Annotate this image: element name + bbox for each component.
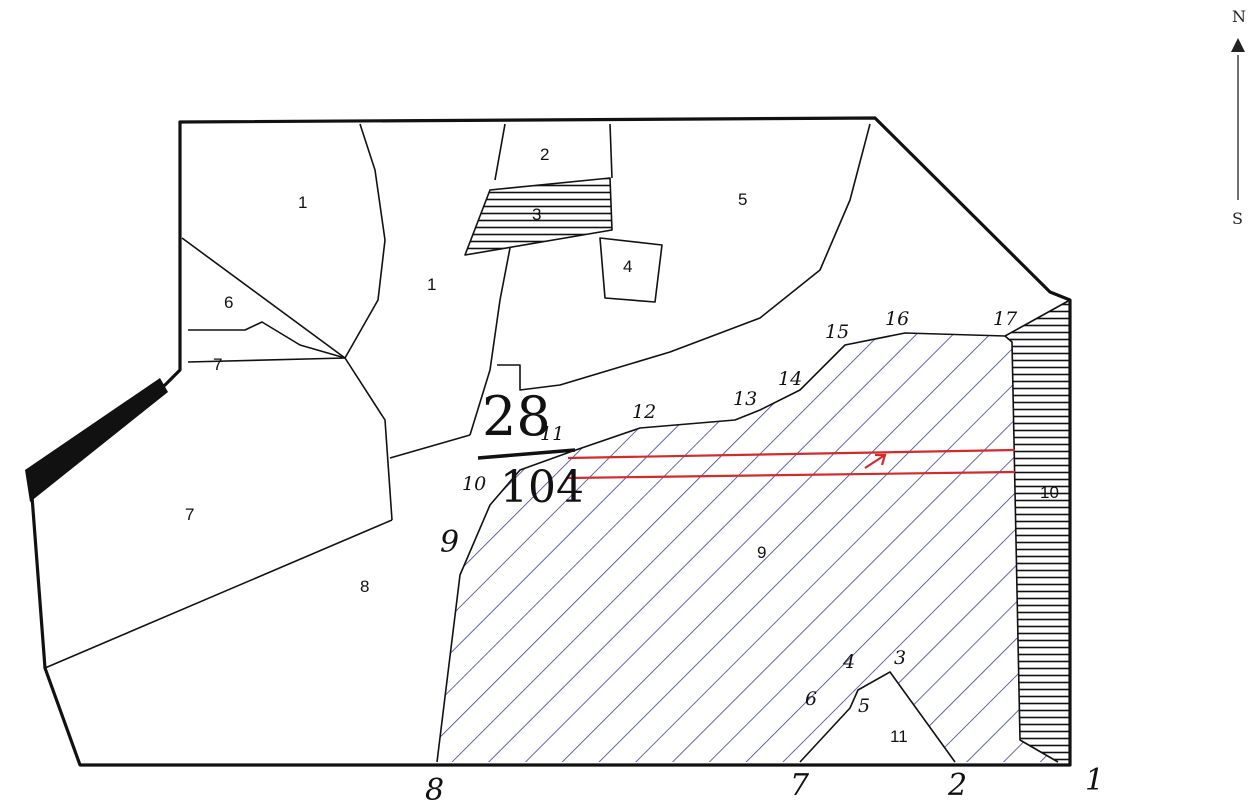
parcel-label-3: 3 (532, 205, 541, 224)
parcel-number: 28 104 (477, 385, 584, 513)
parcel-label-5: 5 (738, 190, 747, 209)
parcel-label-1b: 1 (427, 275, 436, 294)
vertex-label-3: 3 (894, 647, 906, 669)
vertex-label-9: 9 (440, 525, 459, 560)
internal-boundaries (44, 123, 1071, 763)
vertex-label-6: 6 (805, 688, 817, 710)
north-arrow: N S (1231, 7, 1246, 228)
parcel-label-9: 9 (757, 543, 766, 562)
vertex-label-5: 5 (858, 695, 870, 717)
vertex-label-8: 8 (425, 773, 444, 807)
vertex-labels: 1 2 3 4 5 6 7 8 9 10 11 12 13 14 15 16 1… (425, 308, 1104, 807)
vertex-label-16: 16 (885, 308, 909, 330)
vertex-label-2: 2 (947, 768, 967, 803)
red-lines (567, 448, 1016, 480)
compass-north-label: N (1232, 7, 1246, 26)
vertex-label-13: 13 (733, 388, 757, 410)
parcel-label-4: 4 (623, 257, 632, 276)
parcel-number-numerator: 28 (482, 385, 551, 448)
vertex-label-4: 4 (842, 651, 855, 673)
dark-strip (25, 378, 168, 502)
parcel-label-7a: 7 (213, 355, 222, 374)
north-arrow-icon (1231, 38, 1245, 52)
parcel-labels: 1 1 2 3 4 5 6 7 7 8 9 10 11 (185, 145, 1059, 746)
compass-south-label: S (1232, 209, 1243, 228)
parcel-number-denominator: 104 (500, 462, 584, 513)
vertex-label-11: 11 (540, 423, 564, 445)
parcel-label-11: 11 (890, 727, 908, 746)
vertex-label-14: 14 (778, 368, 802, 390)
parcel-label-7b: 7 (185, 505, 194, 524)
vertex-label-17: 17 (993, 308, 1018, 330)
parcel-10-hatch (1005, 300, 1070, 762)
outer-boundary (28, 116, 1072, 767)
vertex-label-7: 7 (790, 768, 810, 803)
parcel-label-10: 10 (1040, 483, 1059, 502)
parcel-label-2: 2 (540, 145, 549, 164)
vertex-label-12: 12 (632, 401, 656, 423)
vertex-label-1: 1 (1085, 763, 1104, 798)
parcel-label-1a: 1 (298, 193, 307, 212)
vertex-label-15: 15 (825, 321, 849, 343)
parcel-9-hatch (437, 333, 1058, 762)
parcel-label-6: 6 (224, 293, 233, 312)
parcel-label-8: 8 (360, 577, 369, 596)
vertex-label-10: 10 (462, 473, 486, 495)
